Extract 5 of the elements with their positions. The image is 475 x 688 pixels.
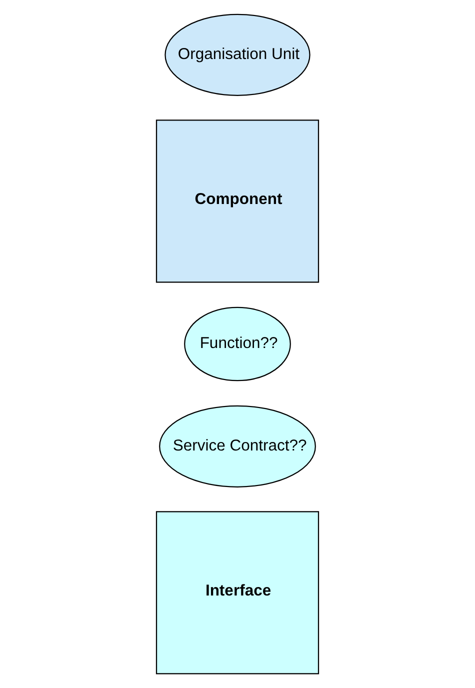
node-box: Interface (156, 511, 320, 674)
node-ellipse: Service Contract?? (159, 405, 316, 488)
node-ellipse: Organisation Unit (164, 14, 310, 96)
node-ellipse: Function?? (184, 306, 291, 382)
node-box: Component (156, 120, 320, 283)
